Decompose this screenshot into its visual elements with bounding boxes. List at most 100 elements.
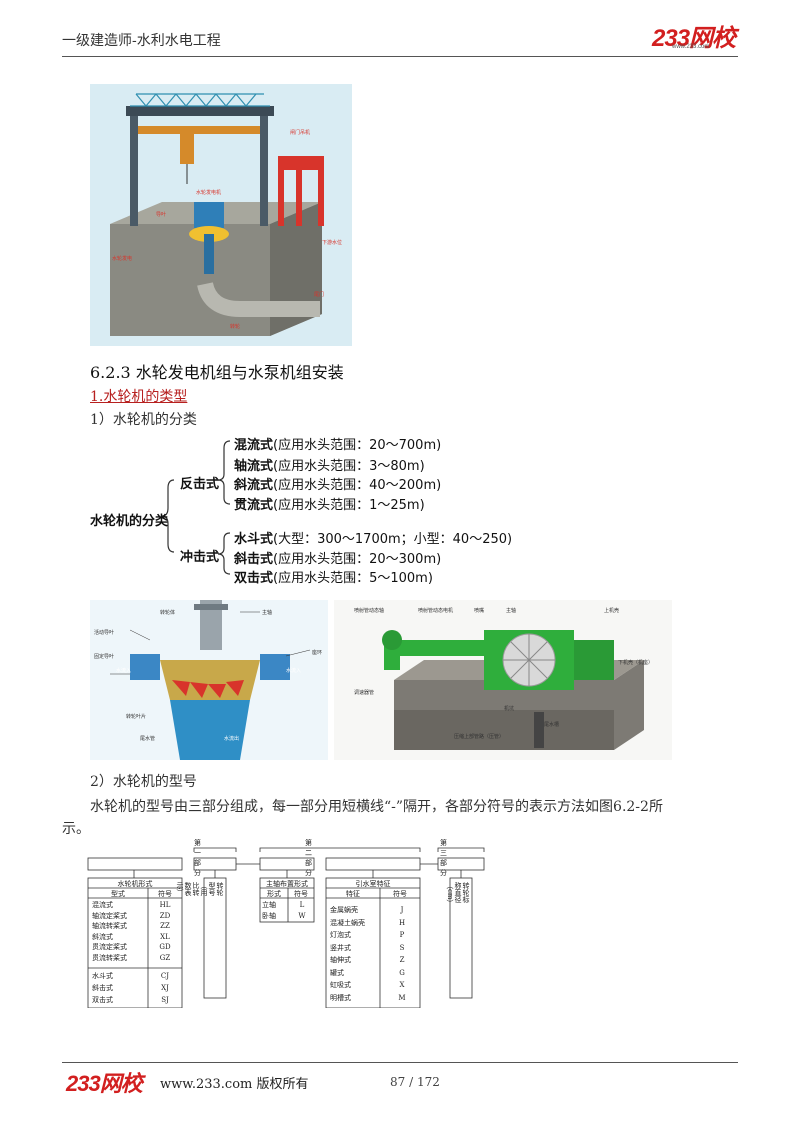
tree-item-pelton: 水斗式(大型：300～1700m；小型：40～250)	[234, 528, 512, 547]
table-cell-code: CJ	[160, 972, 170, 980]
tree-item-tubular: 贯流式(应用水头范围：1～25m)	[234, 494, 425, 513]
table-cell-code: L	[299, 901, 305, 909]
svg-text:转轮体: 转轮体	[160, 609, 175, 616]
form-table-col2: 符号	[158, 890, 172, 898]
shaft-table-col2: 符号	[294, 890, 308, 898]
subsection-title[interactable]: 1.水轮机的类型	[90, 389, 188, 405]
model-diagram-lines	[87, 847, 485, 1008]
table-row: 混凝土蜗壳 H	[330, 917, 420, 930]
table-cell-code: XJ	[161, 984, 169, 992]
table-cell-code: P	[399, 931, 405, 939]
model-part2-label: 第二部分	[305, 839, 312, 877]
table-cell-name: 明槽式	[330, 993, 351, 1002]
tree-item-name: 斜击式	[234, 552, 274, 567]
tree-item-range: (应用水头范围：1～25m)	[273, 498, 425, 513]
svg-text:座环: 座环	[312, 649, 322, 656]
table-cell-code: J	[400, 906, 404, 914]
svg-text:尾门: 尾门	[314, 291, 324, 298]
shaft-table-title: 主轴布置形式	[266, 880, 308, 888]
footer-copyright: www.233.com 版权所有	[160, 1077, 309, 1092]
table-row: 轴流转桨式 ZZ	[92, 921, 182, 932]
page-number: 87 / 172	[390, 1075, 440, 1089]
svg-text:喷射管动态轴: 喷射管动态轴	[354, 607, 384, 614]
svg-text:尾水管: 尾水管	[140, 735, 155, 742]
table-cell-name: 双击式	[92, 996, 113, 1004]
tree-item-axial: 轴流式(应用水头范围：3～80m)	[234, 455, 425, 474]
paragraph-model: 2）水轮机的型号	[90, 774, 197, 790]
table-cell-code: SJ	[161, 996, 169, 1004]
table-cell-name: 罐式	[330, 968, 344, 977]
table-row: 斜流式 XL	[92, 932, 182, 943]
tree-item-range: (应用水头范围：20～700m)	[273, 438, 442, 453]
table-cell-name: 斜流式	[92, 932, 113, 941]
table-cell-code: M	[398, 993, 406, 1002]
tree-item-name: 水斗式	[234, 532, 274, 547]
table-cell-name: 斜击式	[92, 984, 113, 992]
table-cell-name: 混流式	[92, 901, 113, 909]
impulse-turbine-illustration: 喷射管动态轴喷射管动态电机 喷嘴主轴 上机壳下机壳（机座） 调速器管机坑 尾水槽…	[334, 600, 672, 760]
table-cell-code: Z	[399, 956, 405, 964]
table-cell-code: ZD	[159, 911, 171, 920]
header-rule	[62, 56, 738, 57]
table-cell-code: S	[399, 943, 405, 952]
svg-text:水轮发电机: 水轮发电机	[196, 189, 221, 196]
logo-subtitle: www.233.com	[672, 44, 710, 50]
logo[interactable]: 233网校	[652, 25, 736, 52]
tree-reaction: 反击式	[180, 477, 220, 492]
table-row: 贯流转桨式 GZ	[92, 953, 182, 964]
tree-item-range: (应用水头范围：5～100m)	[273, 571, 433, 586]
table-cell-name: 卧轴	[262, 912, 276, 920]
svg-text:水流入: 水流入	[286, 667, 301, 674]
header-title: 一级建造师-水利水电工程	[62, 33, 221, 49]
table-cell-code: GD	[159, 943, 171, 951]
svg-text:上机壳: 上机壳	[604, 607, 619, 614]
table-row: 斜击式 XJ	[92, 982, 182, 994]
table-cell-name: 竖井式	[330, 943, 351, 952]
table-cell-name: 灯泡式	[330, 931, 351, 939]
table-cell-name: 虹吸式	[330, 981, 351, 989]
table-cell-name: 贯流定桨式	[92, 943, 127, 951]
svg-text:水流出: 水流出	[224, 735, 239, 742]
table-cell-name: 混凝土蜗壳	[330, 918, 365, 927]
table-cell-code: H	[398, 918, 406, 927]
table-cell-code: GZ	[159, 953, 171, 962]
svg-text:主轴: 主轴	[262, 609, 272, 616]
tree-item-name: 混流式	[234, 438, 274, 453]
table-cell-code: HL	[159, 901, 171, 909]
tree-braces	[161, 440, 231, 575]
tree-item-range: (应用水头范围：40～200m)	[273, 478, 442, 493]
diameter-vertical: 转轮标称直径（cm）	[446, 882, 470, 907]
shaft-table-col1: 形式	[267, 890, 281, 898]
table-cell-code: XL	[160, 932, 170, 941]
reaction-turbine-illustration: 转轮体主轴 活动导叶座环 固定导叶水流入 水流入转轮叶片 尾水管水流出	[90, 600, 328, 760]
table-cell-code: ZZ	[160, 922, 170, 930]
svg-text:压缩上部管路（压管）: 压缩上部管路（压管）	[454, 733, 504, 740]
svg-text:尾水槽: 尾水槽	[544, 721, 559, 728]
svg-text:调速器管: 调速器管	[354, 689, 374, 696]
tree-item-range: (应用水头范围：3～80m)	[273, 459, 425, 474]
table-row: 双击式 SJ	[92, 994, 182, 1006]
tree-item-name: 贯流式	[234, 498, 274, 513]
tree-item-crossflow: 双击式(应用水头范围：5～100m)	[234, 567, 433, 586]
tree-root: 水轮机的分类	[90, 514, 169, 529]
table-cell-name: 轴流转桨式	[92, 922, 127, 930]
table-cell-code: G	[399, 968, 405, 977]
svg-text:主轴: 主轴	[506, 607, 516, 614]
table-cell-code: W	[298, 912, 306, 920]
svg-text:喷嘴: 喷嘴	[474, 607, 484, 614]
table-cell-name: 贯流转桨式	[92, 953, 127, 962]
svg-text:下机壳（机座）: 下机壳（机座）	[618, 659, 653, 666]
footer-logo[interactable]: 233网校	[66, 1071, 143, 1096]
tree-item-francis: 混流式(应用水头范围：20～700m)	[234, 434, 441, 453]
model-part3-label: 第三部分	[440, 839, 447, 877]
tree-item-name: 轴流式	[234, 459, 274, 474]
table-row: 明槽式 M	[330, 992, 420, 1005]
table-cell-name: 轴伸式	[330, 956, 351, 964]
model-part1-label: 第一部分	[194, 839, 201, 877]
